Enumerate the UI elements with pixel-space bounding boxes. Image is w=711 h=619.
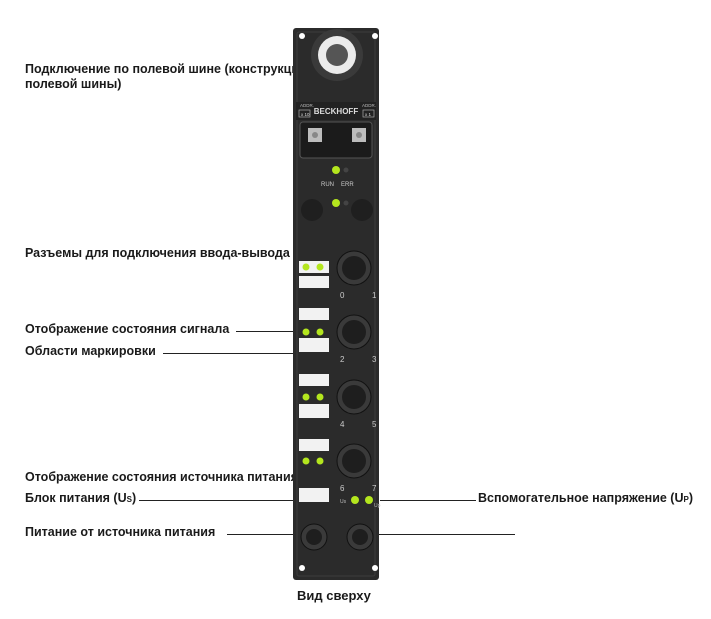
svg-text:Up: Up [374, 503, 381, 509]
leader-power-out [365, 534, 515, 535]
marking-area [299, 338, 329, 352]
marking-area [299, 374, 329, 386]
label-m12: Разъемы для подключения ввода-вывода M12 [25, 246, 318, 260]
mount-hole-bottom-right [372, 565, 378, 571]
brand-strip [296, 102, 376, 120]
marking-area [299, 308, 329, 320]
signal-led [316, 328, 324, 336]
brand-text: BECKHOFF [314, 107, 359, 116]
leader-power-unit [139, 500, 344, 501]
leader-power-supply [227, 534, 309, 535]
signal-led [302, 393, 310, 401]
svg-text:7: 7 [372, 484, 377, 493]
svg-text:2: 2 [340, 355, 345, 364]
svg-text:4: 4 [340, 420, 345, 429]
io-block-4-5: 4 5 [299, 374, 377, 429]
io-block-6-7: 6 7 [299, 439, 377, 502]
label-aux-voltage: Вспомогательное напряжение (UP) [478, 491, 694, 505]
leader-aux-voltage [380, 500, 476, 501]
io-block-2-3: 2 3 [299, 308, 377, 364]
signal-led [316, 457, 324, 465]
signal-led [316, 393, 324, 401]
svg-text:3: 3 [372, 355, 377, 364]
io-block-0-1: 0 1 [299, 250, 377, 300]
mount-hole-top-right [372, 33, 378, 39]
label-power-status: Отображение состояния источника питания: [25, 470, 303, 484]
leader-signal-status [236, 331, 296, 332]
marking-area [299, 404, 329, 418]
signal-led [316, 263, 324, 271]
us-led [351, 496, 359, 504]
svg-text:RUN: RUN [321, 182, 334, 188]
svg-text:x 1: x 1 [365, 112, 372, 117]
caption-top-view: Вид сверху [297, 588, 371, 603]
marking-area [299, 276, 329, 288]
device-illustration: BECKHOFF ADDR. x 10 ADDR. x 1 RUN ERR 0 [293, 28, 381, 580]
mount-hole-top-left [299, 33, 305, 39]
svg-text:Us: Us [340, 499, 347, 505]
mount-hole-bottom-left [299, 565, 305, 571]
signal-led [302, 263, 310, 271]
err-led [332, 199, 340, 207]
label-fieldbus: Подключение по полевой шине (конструкция… [25, 62, 376, 91]
up-led [365, 496, 373, 504]
signal-led [302, 457, 310, 465]
svg-text:6: 6 [340, 484, 345, 493]
svg-text:ADDR.: ADDR. [362, 103, 376, 108]
svg-text:0: 0 [340, 291, 345, 300]
marking-area [299, 488, 329, 502]
label-power-supply: Питание от источника питания [25, 525, 216, 539]
label-power-unit: Блок питания (US) [25, 491, 137, 505]
marking-area [299, 439, 329, 451]
svg-text:1: 1 [372, 291, 377, 300]
label-marking: Области маркировки [25, 344, 156, 358]
signal-led [302, 328, 310, 336]
run-led [332, 166, 340, 174]
label-signal-status: Отображение состояния сигнала [25, 322, 230, 336]
svg-text:ADDR.: ADDR. [300, 103, 314, 108]
svg-text:ERR: ERR [341, 182, 354, 188]
svg-text:5: 5 [372, 420, 377, 429]
leader-marking [163, 353, 303, 354]
svg-text:x 10: x 10 [301, 112, 310, 117]
